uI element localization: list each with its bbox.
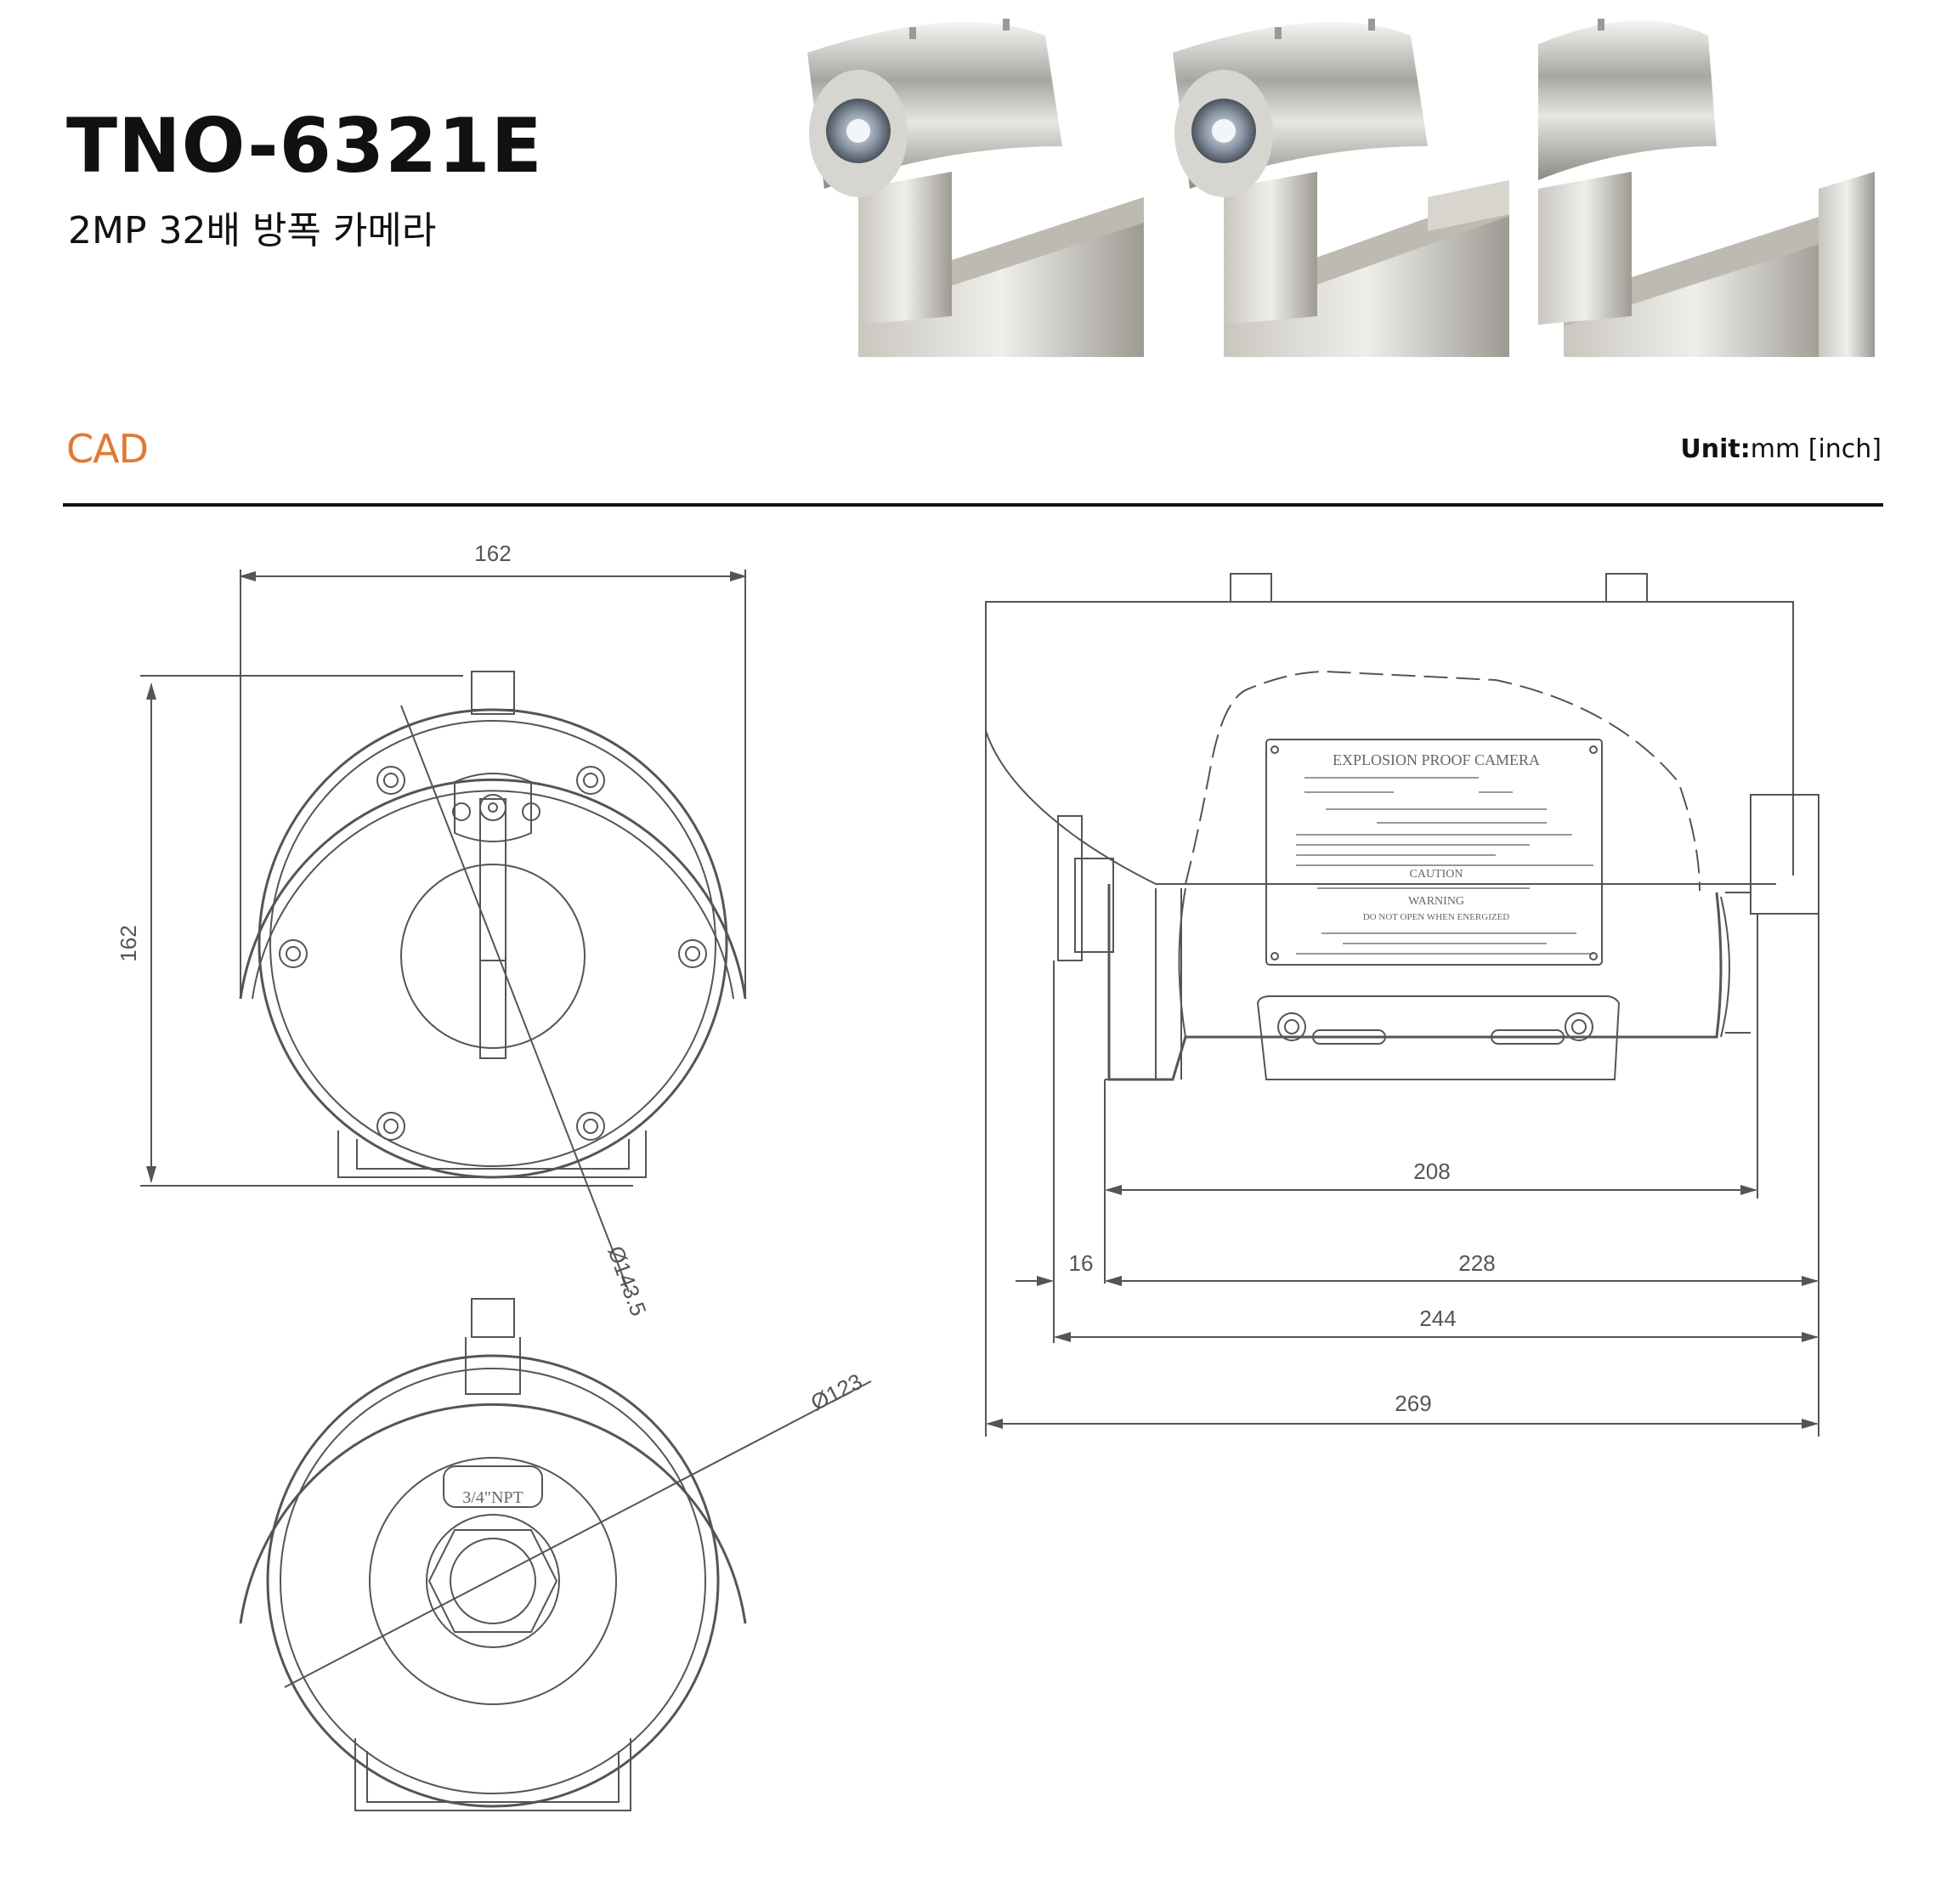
rear-npt-plate xyxy=(443,1465,543,1508)
front-wiper-blade xyxy=(479,798,506,1059)
rear-view: 3/4"NPT Ø123 xyxy=(239,1298,872,1811)
side-body xyxy=(1107,884,1723,1081)
rear-sunshield-arc xyxy=(239,1402,747,1624)
side-lens-hood xyxy=(1057,815,1083,961)
rear-npt-label: 3/4"NPT xyxy=(462,1488,523,1507)
front-sunshield-arc xyxy=(239,778,747,1000)
side-foot-bolt-left-inner xyxy=(1284,1019,1299,1034)
rear-cap-stem xyxy=(465,1337,521,1395)
dim-rear-diameter: Ø123 xyxy=(806,1368,866,1416)
nameplate-rivet xyxy=(1589,745,1598,754)
front-top-cap xyxy=(471,671,515,715)
nameplate-rivet xyxy=(1589,952,1598,960)
side-top-cap-1 xyxy=(1230,573,1272,603)
dim-side-269: 269 xyxy=(1395,1391,1431,1416)
side-lens-ring xyxy=(1074,858,1114,953)
side-sunshield-profile xyxy=(985,730,1776,885)
front-body-circle-inner xyxy=(269,720,716,1167)
front-bolts xyxy=(279,766,707,1141)
side-foot-slot-right xyxy=(1491,1029,1565,1045)
product-photo-mount-angle xyxy=(1173,19,1509,357)
page-title: TNO-6321E xyxy=(66,102,543,190)
side-body-curve xyxy=(1178,887,1186,1038)
dim-front-width: 162 xyxy=(474,541,511,566)
front-bracket-inner xyxy=(356,1139,630,1170)
front-wiper-screw-right xyxy=(522,802,540,821)
front-window-circle xyxy=(400,864,586,1049)
product-photo-wall-bracket xyxy=(1538,19,1875,357)
rear-body-circle-3 xyxy=(369,1457,617,1705)
side-view: EXPLOSION PROOF CAMERA CAUTION WARNING D… xyxy=(985,573,1819,1436)
side-shield-dashed-outline xyxy=(1185,670,1700,892)
rear-gland-inner xyxy=(450,1538,536,1624)
nameplate-caution: CAUTION xyxy=(1410,868,1463,881)
dim-rear-diameter-leader xyxy=(284,1380,872,1688)
product-photo-front-angle xyxy=(807,19,1144,357)
nameplate-text-lines xyxy=(1296,777,1593,955)
side-foot-slot-left xyxy=(1312,1029,1386,1045)
front-sunshield-arc-inner xyxy=(252,790,734,1000)
side-foot-bolt-right-inner xyxy=(1571,1019,1587,1034)
rear-body-circle-2 xyxy=(280,1368,706,1794)
side-mounting-foot xyxy=(1256,995,1621,1080)
front-bracket xyxy=(337,1130,647,1178)
side-outline-frame xyxy=(985,601,1794,1436)
unit-value: mm [inch] xyxy=(1750,434,1882,464)
rear-top-cap xyxy=(471,1298,515,1338)
section-label-cad: CAD xyxy=(66,426,149,472)
front-wiper-pivot-inner xyxy=(488,802,498,813)
nameplate-warning: WARNING xyxy=(1408,895,1464,908)
nameplate-rivet xyxy=(1270,952,1279,960)
side-rear-neck xyxy=(1725,892,1751,1034)
dim-side-228: 228 xyxy=(1458,1250,1495,1276)
nameplate-warning-text: DO NOT OPEN WHEN ENERGIZED xyxy=(1363,912,1510,922)
front-wiper-screw-left xyxy=(452,802,471,821)
dim-front-diameter-leader xyxy=(400,705,630,1293)
side-foot-bolt-left xyxy=(1277,1012,1306,1041)
page-subtitle: 2MP 32배 방폭 카메라 xyxy=(68,209,437,252)
dim-front-height: 162 xyxy=(116,925,141,961)
unit-label: Unit: xyxy=(1680,434,1751,464)
side-rear-gland xyxy=(1750,794,1819,915)
rear-bracket xyxy=(354,1738,631,1811)
nameplate-rivet xyxy=(1270,745,1279,754)
rear-gland-hex xyxy=(427,1529,558,1633)
rear-body-circle xyxy=(266,1354,720,1808)
side-nameplate xyxy=(1265,739,1603,966)
front-wiper-hub xyxy=(454,773,532,842)
dim-front-diameter: Ø143.5 xyxy=(603,1243,651,1319)
dim-side-244: 244 xyxy=(1419,1306,1456,1331)
nameplate-title: EXPLOSION PROOF CAMERA xyxy=(1333,751,1540,768)
rear-bracket-inner xyxy=(366,1751,620,1803)
dim-side-208: 208 xyxy=(1413,1159,1450,1184)
dim-side-16: 16 xyxy=(1069,1250,1094,1276)
side-foot-bolt-right xyxy=(1565,1012,1593,1041)
side-body-rear-curve xyxy=(1720,896,1730,1038)
rear-gland-outer xyxy=(426,1514,560,1648)
section-divider xyxy=(63,503,1883,507)
unit-note: Unit:mm [inch] xyxy=(1680,437,1882,462)
front-view: 162 162 xyxy=(116,541,747,1319)
side-top-cap-2 xyxy=(1605,573,1648,603)
